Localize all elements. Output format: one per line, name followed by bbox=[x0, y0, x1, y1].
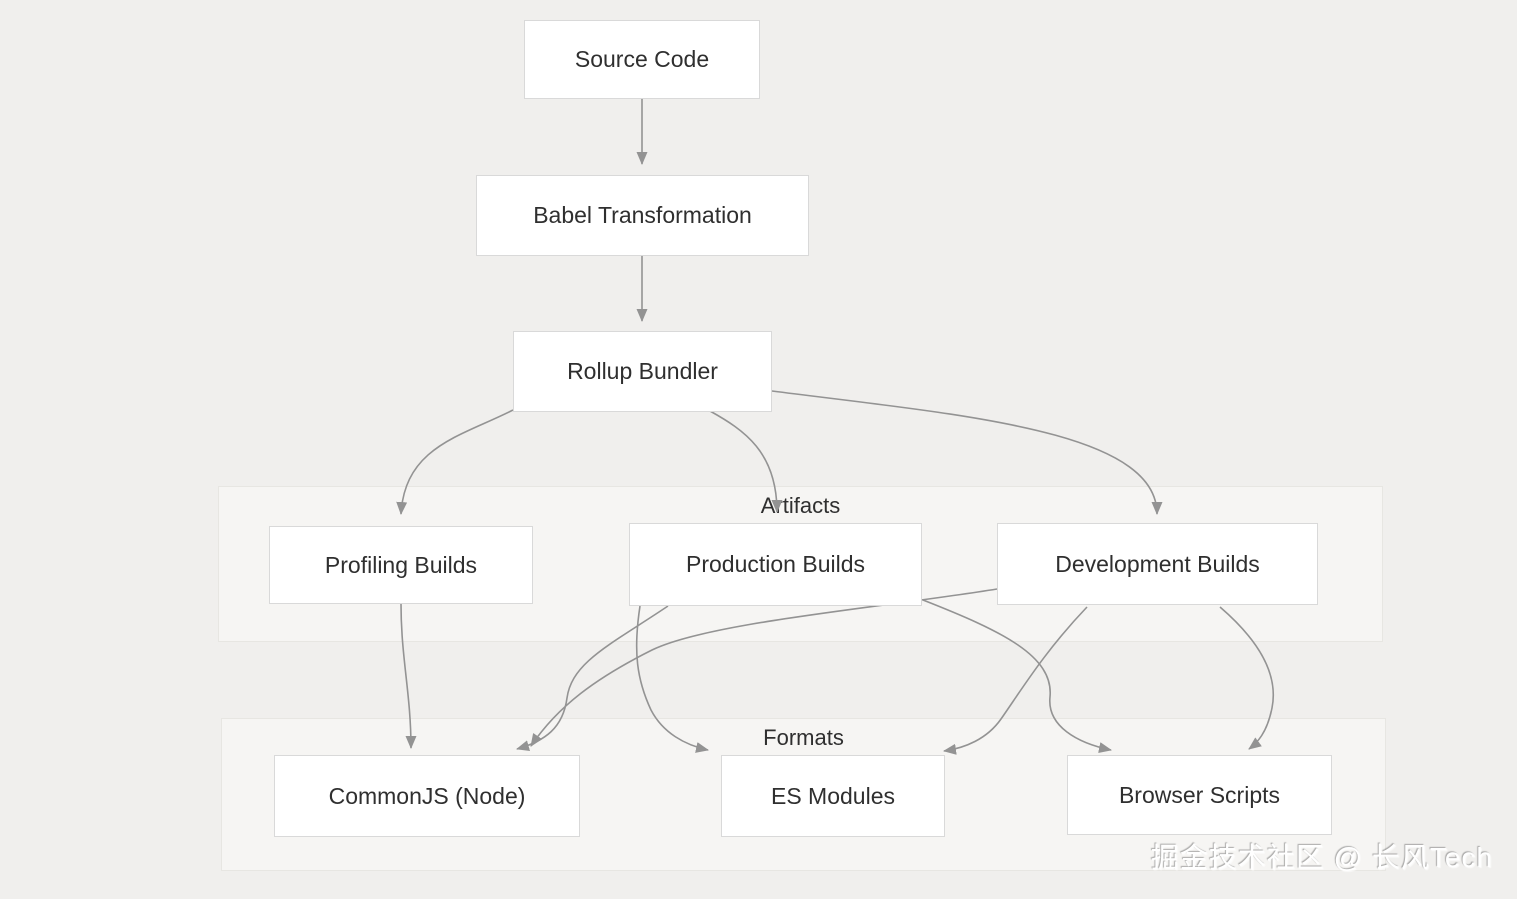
node-babel-transformation-label: Babel Transformation bbox=[533, 202, 752, 228]
node-source-code-label: Source Code bbox=[574, 46, 710, 72]
node-commonjs-node: CommonJS (Node) bbox=[274, 755, 580, 837]
group-artifacts-label: Artifacts bbox=[760, 493, 841, 518]
node-development-builds: Development Builds bbox=[997, 523, 1318, 605]
node-production-builds-label: Production Builds bbox=[686, 551, 865, 577]
node-es-modules: ES Modules bbox=[721, 755, 945, 837]
node-browser-scripts: Browser Scripts bbox=[1067, 755, 1332, 835]
node-es-modules-label: ES Modules bbox=[770, 782, 895, 809]
node-profiling-builds-label: Profiling Builds bbox=[324, 551, 478, 578]
node-development-builds-label: Development Builds bbox=[1055, 550, 1260, 577]
watermark: 掘金技术社区 @ 长风Tech bbox=[1150, 842, 1493, 873]
node-babel-transformation: Babel Transformation bbox=[476, 175, 809, 256]
node-commonjs-node-label: CommonJS (Node) bbox=[328, 782, 526, 809]
node-rollup-bundler: Rollup Bundler bbox=[513, 331, 772, 412]
node-source-code: Source Code bbox=[524, 20, 760, 99]
node-browser-scripts-label: Browser Scripts bbox=[1118, 781, 1281, 808]
group-formats-label: Formats bbox=[763, 725, 844, 750]
node-rollup-bundler-label: Rollup Bundler bbox=[567, 358, 718, 384]
node-profiling-builds: Profiling Builds bbox=[269, 526, 533, 604]
node-production-builds: Production Builds bbox=[629, 523, 922, 606]
